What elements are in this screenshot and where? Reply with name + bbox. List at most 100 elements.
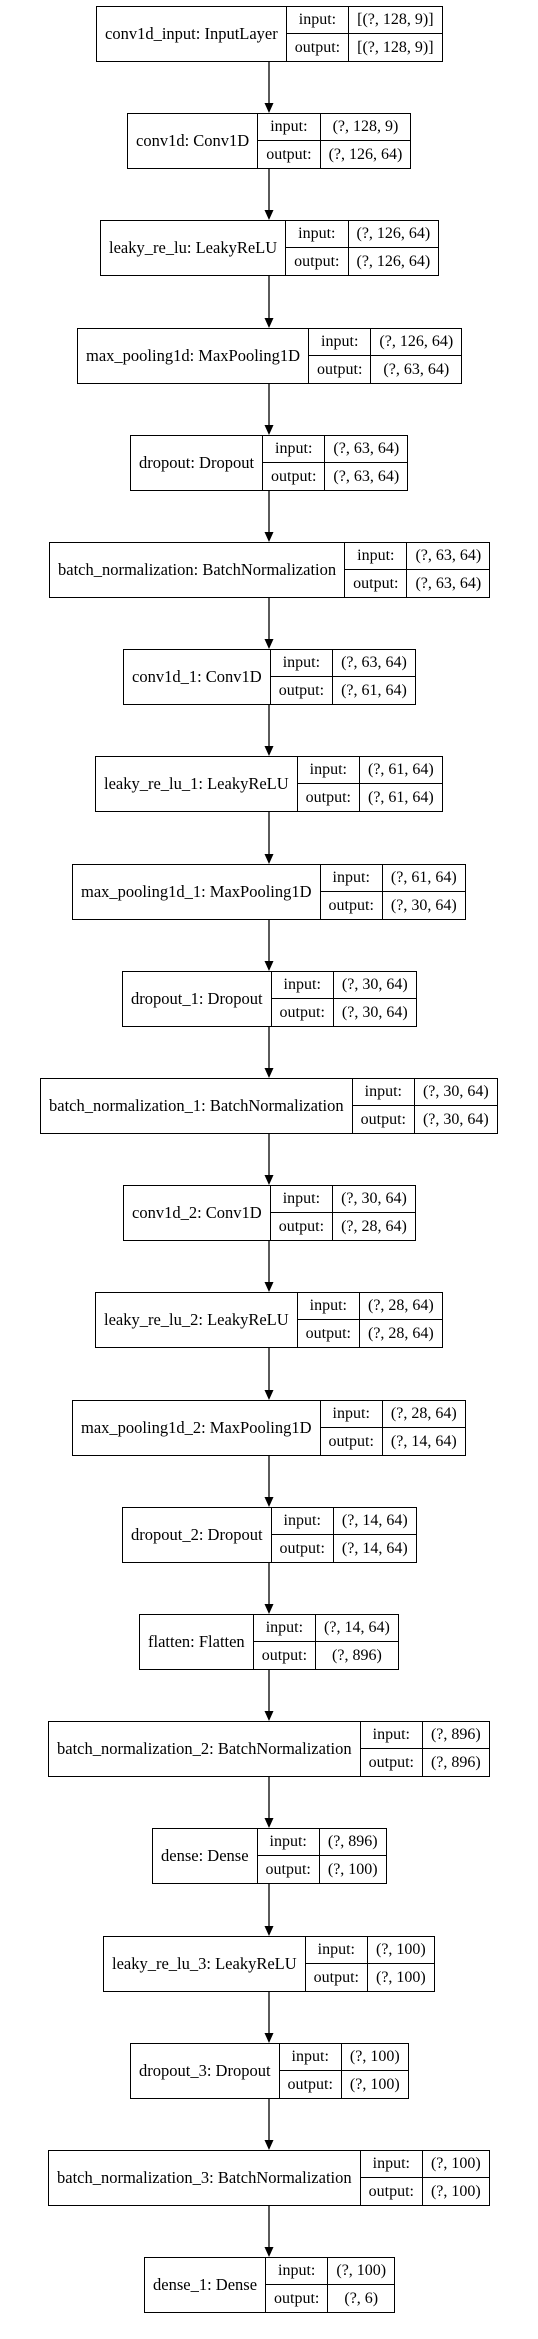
input-label: input: (352, 1079, 415, 1106)
io-table: input:(?, 63, 64)output:(?, 61, 64) (270, 650, 415, 704)
output-shape: (?, 6) (344, 2289, 379, 2307)
edge-arrowhead (264, 532, 274, 542)
input-shape: (?, 61, 64) (360, 757, 442, 784)
io-table: input:(?, 28, 64)output:(?, 14, 64) (320, 1401, 465, 1455)
output-label: output: (266, 2285, 329, 2312)
output-label: output: (345, 570, 408, 597)
io-table: input:(?, 896)output:(?, 100) (257, 1829, 386, 1883)
output-shape: (?, 100) (376, 1968, 426, 1986)
output-label: output: (287, 34, 350, 61)
input-label: input: (320, 865, 383, 892)
edge-arrowhead (264, 1068, 274, 1078)
input-shape: (?, 100) (328, 2258, 395, 2285)
output-shape: (?, 61, 64) (341, 681, 407, 699)
io-table: input:(?, 896)output:(?, 896) (360, 1722, 489, 1776)
input-label: input: (263, 436, 326, 463)
input-shape: [(?, 128, 9)] (349, 7, 442, 34)
input-shape: (?, 63, 64) (333, 650, 415, 677)
layer-name: dropout_3: Dropout (131, 2044, 280, 2098)
layer-node: batch_normalization_2: BatchNormalizatio… (48, 1721, 490, 1777)
edge-arrowhead (264, 1926, 274, 1936)
edge-arrowhead (264, 1175, 274, 1185)
edge-arrowhead (264, 854, 274, 864)
output-shape: (?, 63, 64) (383, 360, 450, 378)
edge-arrowhead (264, 2140, 274, 2150)
io-table: input:(?, 61, 64)output:(?, 30, 64) (320, 865, 465, 919)
layer-name: max_pooling1d_1: MaxPooling1D (73, 865, 321, 919)
edge-arrowhead (264, 639, 274, 649)
layer-name: leaky_re_lu_3: LeakyReLU (104, 1937, 306, 1991)
layer-name: batch_normalization_1: BatchNormalizatio… (41, 1079, 353, 1133)
edge-arrowhead (264, 425, 274, 435)
output-label: output: (272, 999, 334, 1026)
output-label: output: (309, 356, 372, 383)
input-shape: (?, 61, 64) (382, 865, 465, 892)
output-shape: (?, 63, 64) (333, 467, 400, 485)
io-table: input:(?, 100)output:(?, 100) (305, 1937, 434, 1991)
layer-name: leaky_re_lu: LeakyReLU (101, 221, 287, 275)
input-label: input: (305, 1937, 368, 1964)
output-shape: [(?, 128, 9)] (357, 38, 434, 56)
output-label: output: (298, 1320, 360, 1347)
io-table: input:(?, 100)output:(?, 100) (279, 2044, 408, 2098)
edge-arrowhead (264, 1604, 274, 1614)
input-shape: (?, 100) (368, 1937, 434, 1964)
output-shape: (?, 14, 64) (341, 1539, 408, 1557)
output-shape: (?, 61, 64) (368, 788, 434, 806)
input-shape: (?, 100) (422, 2151, 489, 2178)
input-label: input: (270, 1186, 334, 1213)
input-label: input: (360, 1722, 423, 1749)
input-label: input: (279, 2044, 342, 2071)
io-table: input:(?, 126, 64)output:(?, 63, 64) (309, 329, 462, 383)
input-label: input: (253, 1615, 317, 1642)
io-table: input:(?, 128, 9)output:(?, 126, 64) (258, 114, 411, 168)
input-label: input: (320, 1401, 383, 1428)
input-label: input: (270, 650, 334, 677)
input-shape: (?, 126, 64) (348, 221, 439, 248)
layer-name: conv1d_1: Conv1D (124, 650, 271, 704)
edge-arrowhead (264, 103, 274, 113)
layer-name: dense: Dense (153, 1829, 258, 1883)
layer-name: max_pooling1d_2: MaxPooling1D (73, 1401, 321, 1455)
layer-name: batch_normalization_2: BatchNormalizatio… (49, 1722, 361, 1776)
layer-name: conv1d: Conv1D (128, 114, 259, 168)
edge-arrowhead (264, 2033, 274, 2043)
edge-arrowhead (264, 318, 274, 328)
input-shape: (?, 30, 64) (333, 1186, 415, 1213)
layer-name: batch_normalization: BatchNormalization (50, 543, 346, 597)
output-shape: (?, 100) (327, 1860, 378, 1878)
layer-name: dropout: Dropout (131, 436, 264, 490)
layer-name: conv1d_2: Conv1D (124, 1186, 271, 1240)
output-shape: (?, 100) (430, 2182, 481, 2200)
output-shape: (?, 30, 64) (422, 1110, 489, 1128)
io-table: input:(?, 100)output:(?, 100) (360, 2151, 489, 2205)
layer-node: batch_normalization_1: BatchNormalizatio… (40, 1078, 498, 1134)
layer-name: dropout_1: Dropout (123, 972, 272, 1026)
output-shape: (?, 100) (349, 2075, 400, 2093)
output-label: output: (272, 1535, 334, 1562)
output-label: output: (361, 2178, 423, 2205)
output-label: output: (271, 1213, 334, 1240)
output-label: output: (306, 1964, 368, 1991)
output-label: output: (361, 1749, 423, 1776)
output-label: output: (258, 1856, 320, 1883)
edge-arrowhead (264, 2247, 274, 2257)
input-shape: (?, 28, 64) (382, 1401, 465, 1428)
output-label: output: (286, 248, 349, 275)
edge-arrowhead (264, 210, 274, 220)
input-shape: (?, 28, 64) (360, 1293, 442, 1320)
output-label: output: (263, 463, 326, 490)
